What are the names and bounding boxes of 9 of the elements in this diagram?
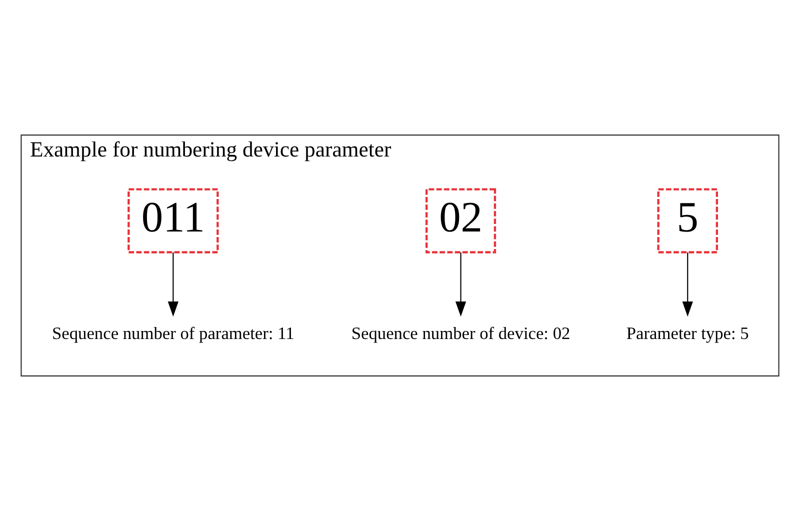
- node-box: 011: [128, 188, 219, 254]
- node-text: Parameter type: 5: [626, 324, 749, 343]
- node-box: 5: [657, 188, 718, 254]
- node-box: 02: [426, 188, 496, 254]
- node-text: Sequence number of device: 02: [351, 324, 570, 343]
- node-text: Sequence number of parameter: 11: [52, 324, 294, 343]
- arrow: [682, 252, 693, 317]
- arrow: [168, 252, 178, 317]
- arrow: [455, 252, 466, 317]
